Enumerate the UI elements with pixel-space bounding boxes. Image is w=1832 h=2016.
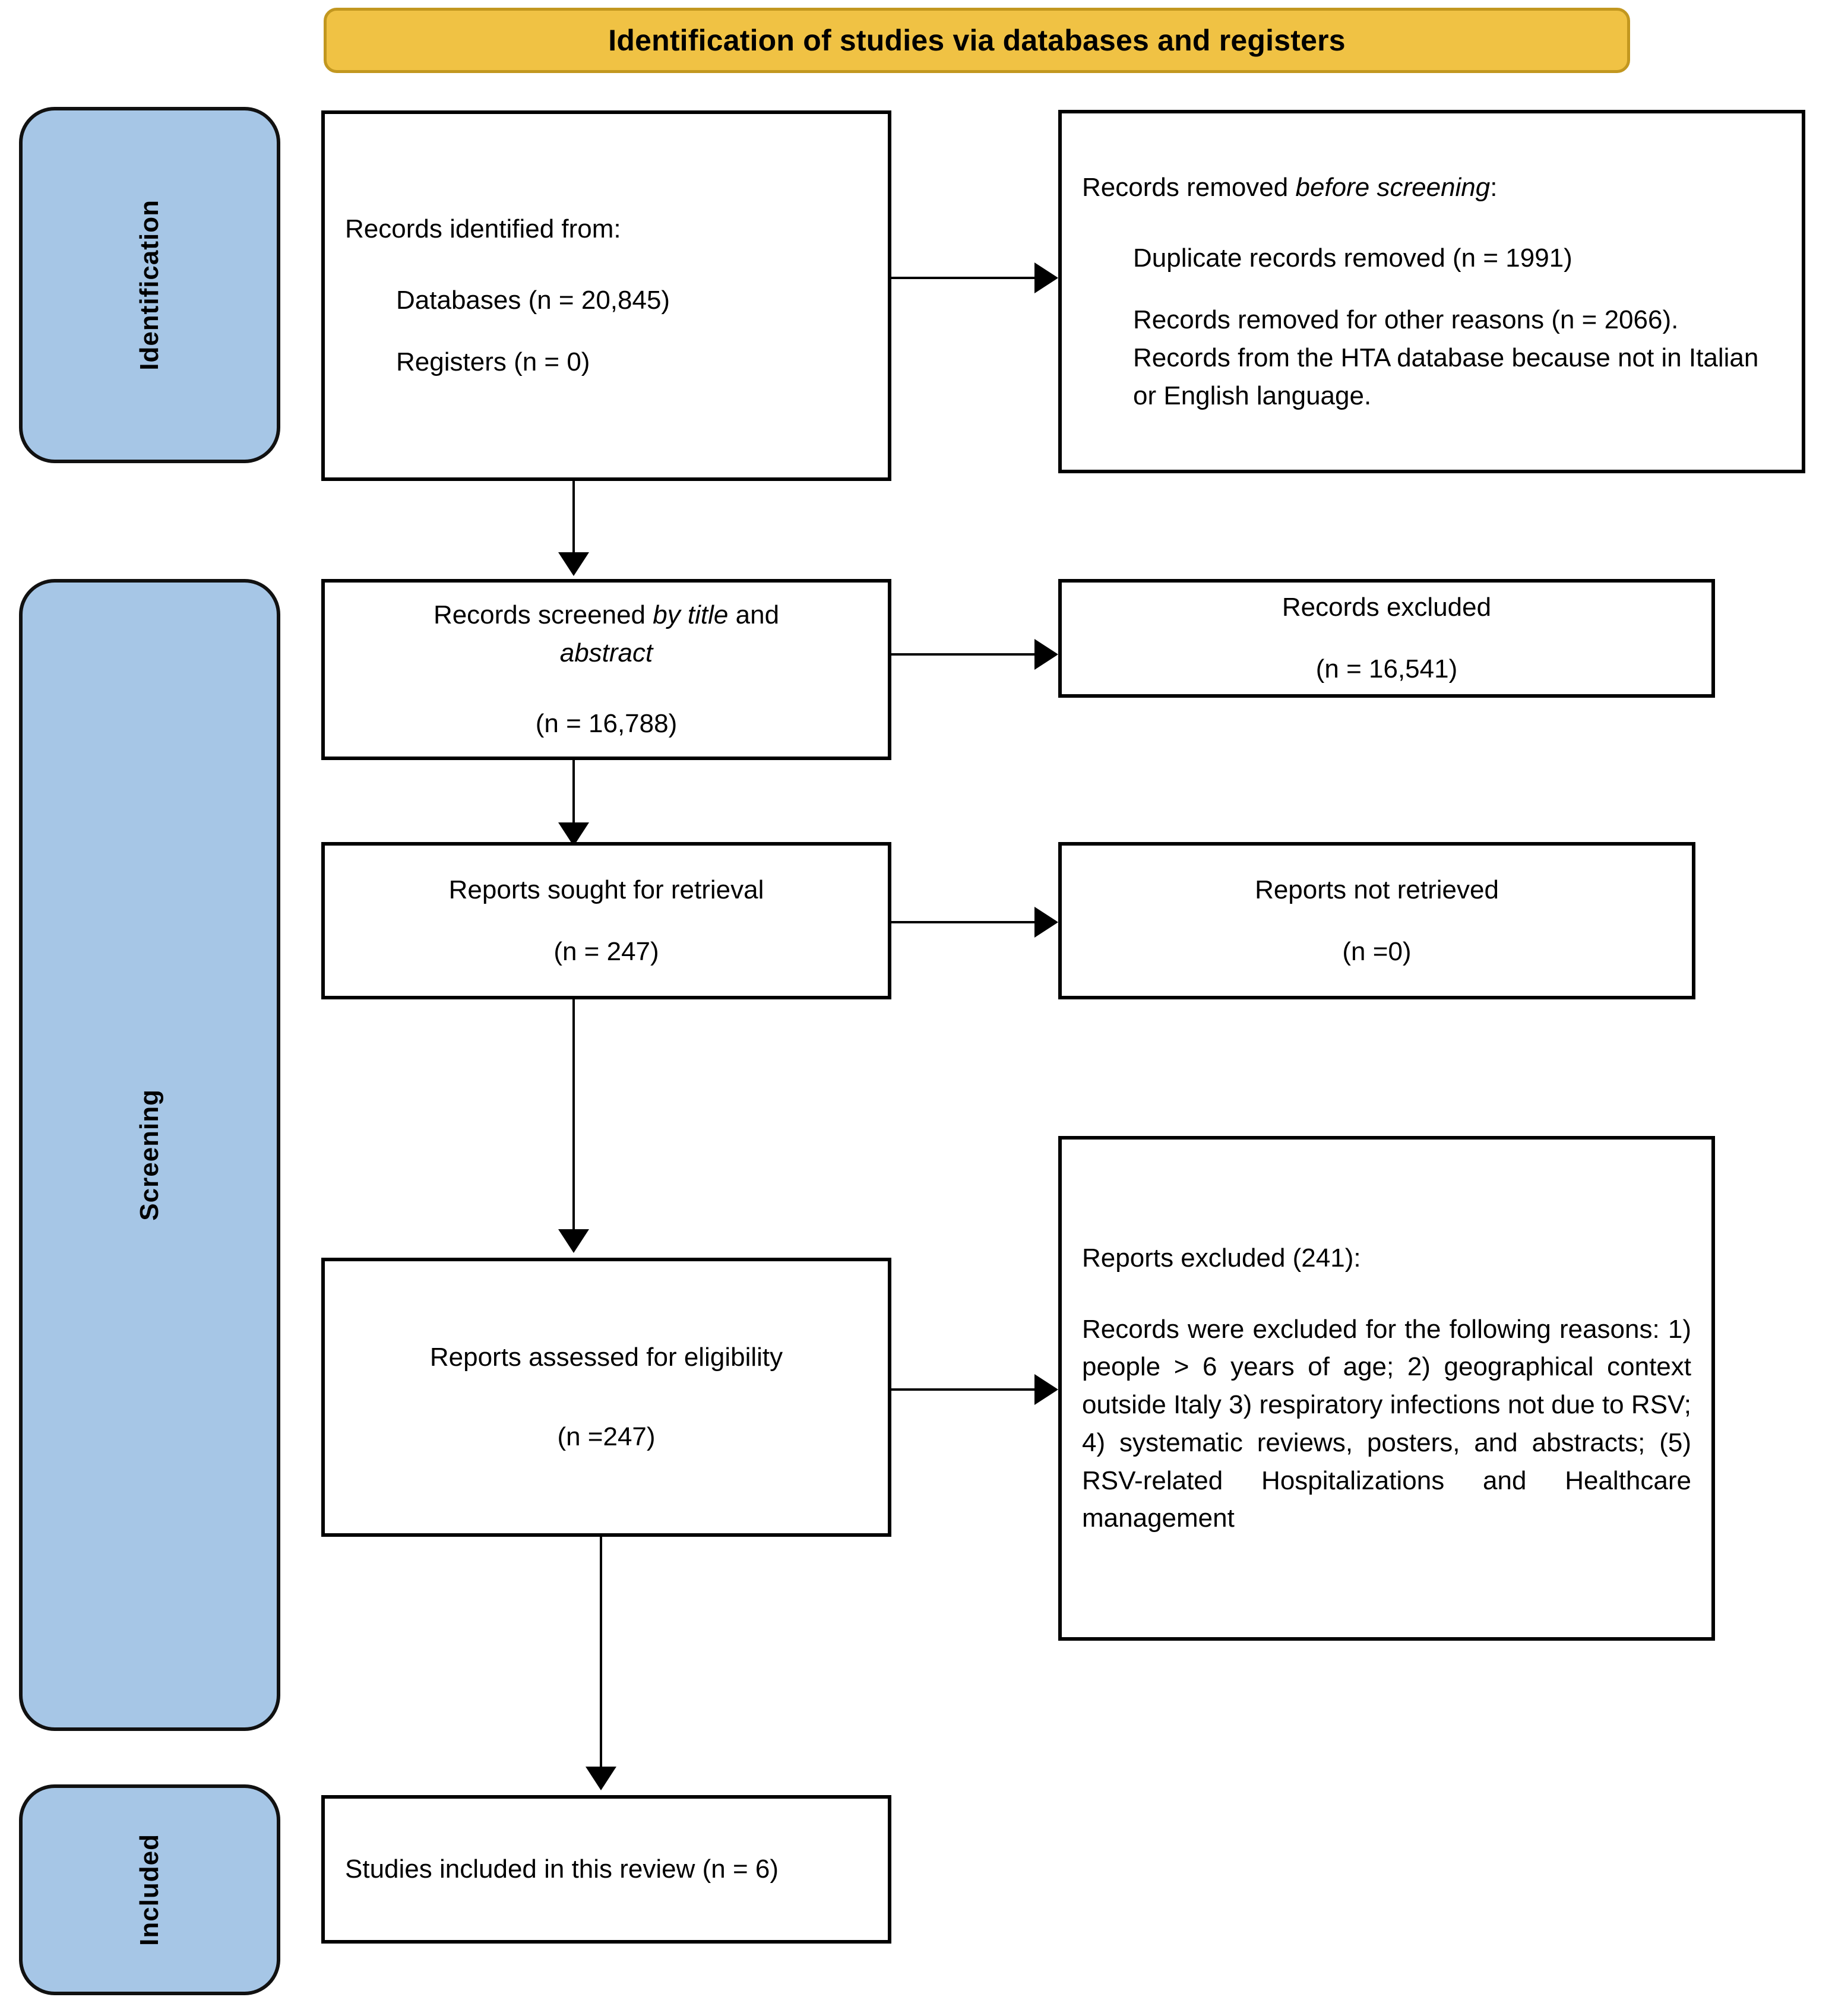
records-screened-suffix: and <box>728 600 780 629</box>
records-removed-heading-prefix: Records removed <box>1082 172 1296 202</box>
stage-included: Included <box>19 1784 280 1995</box>
stage-included-label: Included <box>135 1834 164 1946</box>
box-studies-included: Studies included in this review (n = 6) <box>321 1795 891 1944</box>
connector-sought-to-assessed <box>572 999 575 1234</box>
arrowhead-sought-to-assessed <box>558 1229 589 1253</box>
records-identified-heading: Records identified from: <box>345 214 621 244</box>
connector-screened-to-sought <box>572 760 575 827</box>
connector-sought-to-not-retrieved <box>891 921 1040 923</box>
reports-excluded-heading: Reports excluded (241): <box>1082 1243 1361 1273</box>
arrowhead-assessed-to-excluded <box>1034 1374 1058 1405</box>
stage-identification: Identification <box>19 107 280 463</box>
arrowhead-sought-to-not-retrieved <box>1034 907 1058 938</box>
arrowhead-assessed-to-included <box>586 1767 616 1790</box>
reports-sought-heading: Reports sought for retrieval <box>448 875 764 904</box>
records-identified-databases: Databases (n = 20,845) <box>396 286 670 315</box>
stage-screening: Screening <box>19 579 280 1731</box>
records-screened-italic-abstract: abstract <box>559 638 653 667</box>
records-screened-prefix: Records screened <box>433 600 653 629</box>
connector-screened-to-excluded <box>891 653 1040 656</box>
reports-not-retrieved-heading: Reports not retrieved <box>1255 875 1499 904</box>
records-removed-heading: Records removed before screening: <box>1082 169 1782 207</box>
studies-included-text: Studies included in this review (n = 6) <box>345 1854 779 1884</box>
records-identified-registers: Registers (n = 0) <box>396 347 590 376</box>
records-excluded-heading: Records excluded <box>1282 593 1492 622</box>
stage-identification-label: Identification <box>135 200 164 371</box>
records-screened-count: (n = 16,788) <box>535 709 678 739</box>
arrowhead-identified-to-removed <box>1034 262 1058 293</box>
connector-identified-to-screened <box>572 481 575 555</box>
arrowhead-screened-to-excluded <box>1034 639 1058 670</box>
stage-screening-label: Screening <box>135 1089 164 1221</box>
reports-assessed-heading: Reports assessed for eligibility <box>429 1343 783 1372</box>
diagram-header-banner: Identification of studies via databases … <box>324 8 1630 73</box>
arrowhead-identified-to-screened <box>558 552 589 576</box>
banner-title: Identification of studies via databases … <box>608 24 1346 57</box>
connector-assessed-to-included <box>600 1537 602 1771</box>
records-screened-italic-title: by title <box>653 600 729 629</box>
box-reports-not-retrieved: Reports not retrieved (n =0) <box>1058 842 1695 999</box>
box-reports-assessed: Reports assessed for eligibility (n =247… <box>321 1258 891 1537</box>
box-reports-excluded: Reports excluded (241): Records were exc… <box>1058 1136 1715 1641</box>
records-excluded-count: (n = 16,541) <box>1315 654 1458 683</box>
records-removed-heading-suffix: : <box>1490 172 1498 202</box>
reports-sought-count: (n = 247) <box>553 936 659 966</box>
box-records-identified: Records identified from: Databases (n = … <box>321 110 891 481</box>
records-removed-other: Records removed for other reasons (n = 2… <box>1133 305 1759 410</box>
reports-assessed-count: (n =247) <box>557 1422 656 1451</box>
records-removed-duplicates: Duplicate records removed (n = 1991) <box>1133 243 1572 273</box>
connector-assessed-to-excluded <box>891 1388 1040 1391</box>
box-reports-sought: Reports sought for retrieval (n = 247) <box>321 842 891 999</box>
box-records-removed: Records removed before screening: Duplic… <box>1058 110 1805 473</box>
reports-excluded-body: Records were excluded for the following … <box>1082 1314 1691 1533</box>
reports-not-retrieved-count: (n =0) <box>1342 936 1412 966</box>
records-removed-heading-italic: before screening <box>1295 172 1491 202</box>
connector-identified-to-removed <box>891 277 1040 279</box>
box-records-excluded: Records excluded (n = 16,541) <box>1058 579 1715 698</box>
records-screened-heading: Records screened by title and abstract <box>345 596 868 672</box>
box-records-screened: Records screened by title and abstract (… <box>321 579 891 760</box>
